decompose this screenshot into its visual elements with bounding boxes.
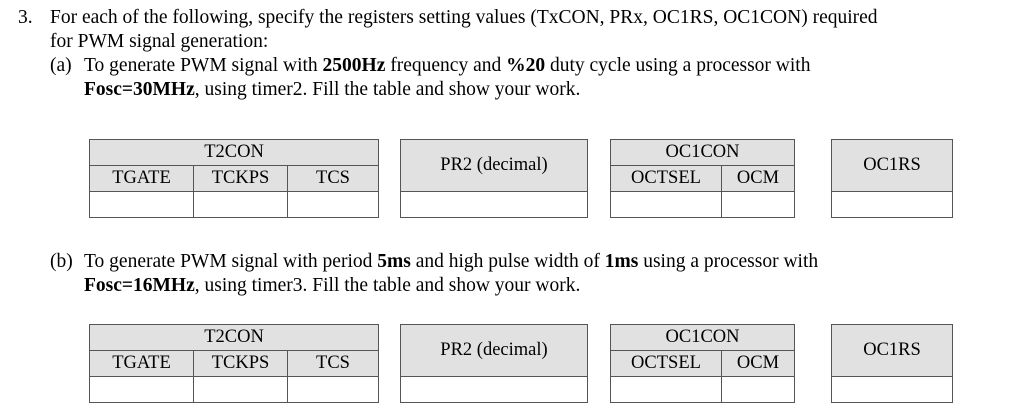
- part-a-duty-cycle-value: %20: [506, 55, 546, 76]
- table-row-answers: [89, 376, 380, 403]
- part-a-line-1: To generate PWM signal with 2500Hz frequ…: [84, 54, 1012, 78]
- t2con-subheader-tcs: TCS: [286, 165, 380, 192]
- table-oc1con-a: OC1CON OCTSEL OCM: [609, 139, 796, 218]
- part-a-marker: (a): [50, 55, 72, 76]
- oc1con-answer-octsel[interactable]: [610, 376, 722, 403]
- question-stem: 3. For each of the following, specify th…: [0, 6, 1024, 54]
- table-row-title: T2CON: [88, 139, 380, 166]
- table-row-title: OC1RS: [831, 139, 953, 192]
- table-pr2-a: PR2 (decimal): [400, 139, 588, 218]
- part-b-pulse-width-value: 1ms: [604, 251, 639, 272]
- part-a-line2-post: , using timer2. Fill the table and show …: [194, 79, 581, 100]
- t2con-title: T2CON: [88, 139, 380, 166]
- table-row-title: OC1CON: [609, 324, 796, 351]
- question-stem-text: For each of the following, specify the r…: [50, 6, 1012, 54]
- oc1con-subheader-octsel: OCTSEL: [610, 165, 722, 192]
- oc1con-subheader-ocm: OCM: [720, 165, 796, 192]
- table-row-subheader: TGATE TCKPS TCS: [89, 165, 380, 192]
- oc1rs-title: OC1RS: [831, 139, 953, 192]
- table-row-title: T2CON: [88, 324, 380, 351]
- part-b-line1-post: using a processor with: [638, 251, 819, 272]
- table-row-subheader: OCTSEL OCM: [610, 165, 796, 192]
- table-row-subheader: OCTSEL OCM: [610, 350, 796, 377]
- table-row-title: PR2 (decimal): [400, 139, 588, 192]
- t2con-subheader-tcs: TCS: [286, 350, 380, 377]
- table-oc1con-b: OC1CON OCTSEL OCM: [609, 324, 796, 403]
- t2con-subheader-tgate: TGATE: [89, 350, 194, 377]
- question-number: 3.: [18, 7, 33, 28]
- table-row-answers: [89, 191, 380, 218]
- oc1con-answer-octsel[interactable]: [610, 191, 722, 218]
- part-b-line-2: Fosc=16MHz, using timer3. Fill the table…: [84, 274, 1012, 298]
- t2con-subheader-tckps: TCKPS: [193, 350, 288, 377]
- t2con-answer-tgate[interactable]: [89, 191, 194, 218]
- question-part-b-block: (b) To generate PWM signal with period 5…: [0, 250, 1024, 298]
- table-row-answers: [831, 376, 953, 403]
- part-a-line-2: Fosc=30MHz, using timer2. Fill the table…: [84, 78, 1012, 102]
- t2con-subheader-tgate: TGATE: [89, 165, 194, 192]
- part-a-text: To generate PWM signal with 2500Hz frequ…: [84, 54, 1012, 102]
- table-group-a: T2CON TGATE TCKPS TCS PR2 (decimal): [0, 139, 1024, 219]
- part-b-line1-mid: and high pulse width of: [410, 251, 605, 272]
- oc1con-subheader-octsel: OCTSEL: [610, 350, 722, 377]
- table-row-subheader: TGATE TCKPS TCS: [89, 350, 380, 377]
- part-b-text: To generate PWM signal with period 5ms a…: [84, 250, 1012, 298]
- part-b-line1-pre: To generate PWM signal with period: [84, 251, 378, 272]
- table-t2con-b: T2CON TGATE TCKPS TCS: [88, 324, 380, 403]
- oc1rs-answer[interactable]: [831, 376, 953, 403]
- part-a-line1-pre: To generate PWM signal with: [84, 55, 323, 76]
- part-a-fosc-value: Fosc=30MHz: [84, 79, 195, 100]
- oc1con-subheader-ocm: OCM: [720, 350, 796, 377]
- part-b-line2-post: , using timer3. Fill the table and show …: [194, 275, 581, 296]
- part-a-frequency-value: 2500Hz: [322, 55, 386, 76]
- part-b-period-value: 5ms: [377, 251, 411, 272]
- table-oc1rs-a: OC1RS: [831, 139, 953, 218]
- table-row-answers: [610, 376, 796, 403]
- oc1rs-answer[interactable]: [831, 191, 953, 218]
- table-row-answers: [400, 191, 588, 218]
- oc1con-answer-ocm[interactable]: [720, 191, 796, 218]
- table-row-title: OC1RS: [831, 324, 953, 377]
- question-stem-line-2: for PWM signal generation:: [50, 31, 269, 52]
- pr2-title: PR2 (decimal): [400, 139, 588, 192]
- part-b-marker: (b): [50, 251, 73, 272]
- t2con-answer-tcs[interactable]: [286, 376, 380, 403]
- oc1con-answer-ocm[interactable]: [720, 376, 796, 403]
- table-pr2-b: PR2 (decimal): [400, 324, 588, 403]
- t2con-answer-tgate[interactable]: [89, 376, 194, 403]
- part-a-line1-post: duty cycle using a processor with: [545, 55, 811, 76]
- oc1rs-title: OC1RS: [831, 324, 953, 377]
- t2con-answer-tckps[interactable]: [193, 376, 288, 403]
- table-oc1rs-b: OC1RS: [831, 324, 953, 403]
- t2con-title: T2CON: [88, 324, 380, 351]
- question-stem-line-1: For each of the following, specify the r…: [50, 7, 878, 28]
- part-b-fosc-value: Fosc=16MHz: [84, 275, 195, 296]
- pr2-title: PR2 (decimal): [400, 324, 588, 377]
- pr2-answer[interactable]: [400, 376, 588, 403]
- oc1con-title: OC1CON: [609, 324, 796, 351]
- t2con-subheader-tckps: TCKPS: [193, 165, 288, 192]
- table-t2con-a: T2CON TGATE TCKPS TCS: [88, 139, 380, 218]
- oc1con-title: OC1CON: [609, 139, 796, 166]
- question-part-b: (b) To generate PWM signal with period 5…: [0, 250, 1024, 298]
- table-row-answers: [400, 376, 588, 403]
- table-row-answers: [831, 191, 953, 218]
- table-row-title: PR2 (decimal): [400, 324, 588, 377]
- table-row-answers: [610, 191, 796, 218]
- part-a-line1-mid: frequency and: [385, 55, 507, 76]
- t2con-answer-tcs[interactable]: [286, 191, 380, 218]
- table-group-b: T2CON TGATE TCKPS TCS PR2 (decimal): [0, 324, 1024, 404]
- t2con-answer-tckps[interactable]: [193, 191, 288, 218]
- table-row-title: OC1CON: [609, 139, 796, 166]
- pr2-answer[interactable]: [400, 191, 588, 218]
- question-block: 3. For each of the following, specify th…: [0, 6, 1024, 102]
- part-b-line-1: To generate PWM signal with period 5ms a…: [84, 250, 1012, 274]
- question-part-a: (a) To generate PWM signal with 2500Hz f…: [0, 54, 1024, 102]
